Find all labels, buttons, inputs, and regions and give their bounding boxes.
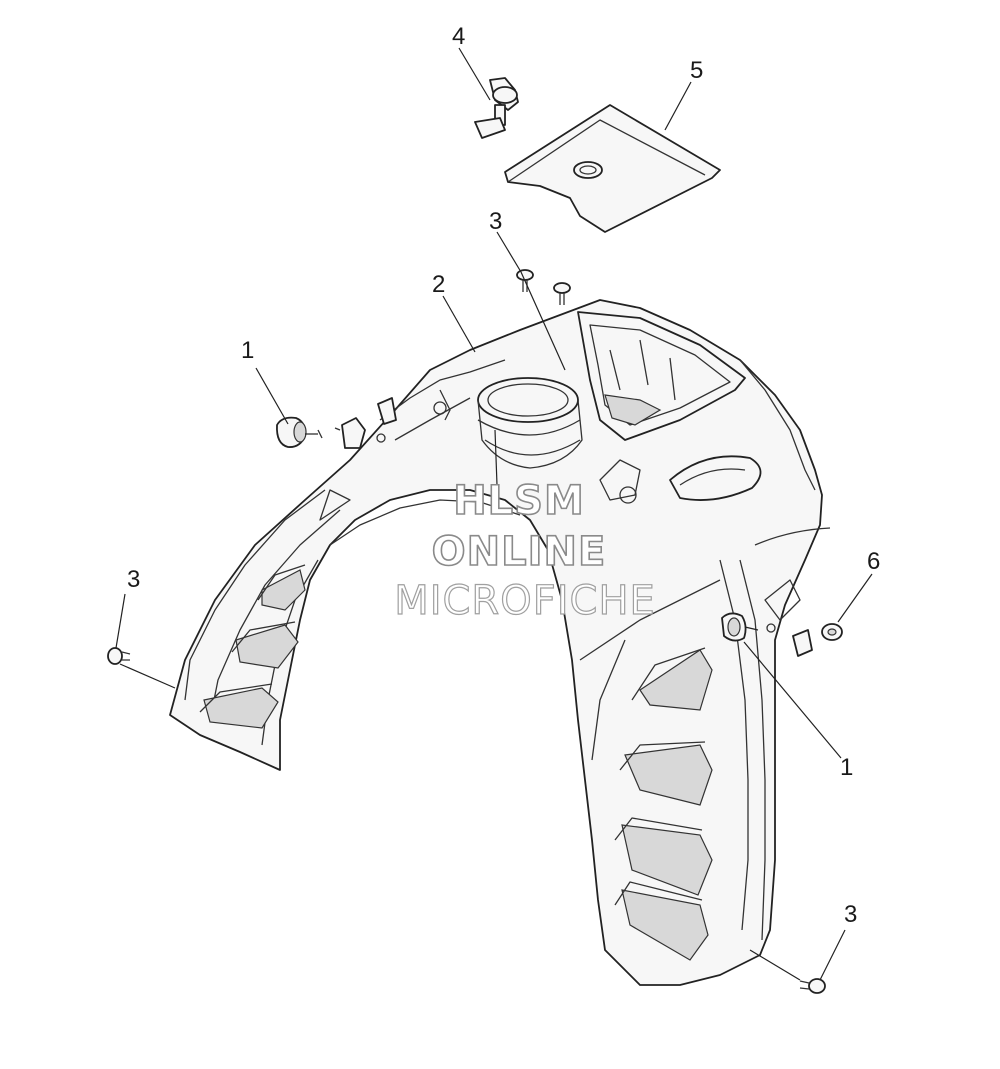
watermark-line-2: ONLINE xyxy=(432,529,607,575)
body-panel-part xyxy=(169,299,831,986)
callout-1-left: 1 xyxy=(241,337,254,364)
washer-part xyxy=(821,623,843,641)
latch-part xyxy=(474,77,519,139)
callout-3-left: 3 xyxy=(127,566,140,593)
callout-5: 5 xyxy=(690,57,703,84)
grommet-part-left xyxy=(276,397,397,449)
cover-plate-part xyxy=(504,104,721,233)
callout-6: 6 xyxy=(867,548,880,575)
callouts: 1 1 2 3 3 3 4 5 6 xyxy=(127,23,880,928)
screw-part-bottom xyxy=(799,978,826,994)
callout-4: 4 xyxy=(452,23,465,50)
watermark-line-1: HLSM xyxy=(453,478,585,524)
callout-3-top: 3 xyxy=(489,208,502,235)
screw-part-left xyxy=(107,647,131,665)
grommet-part-right xyxy=(721,612,813,657)
screw-part-top-2 xyxy=(553,282,571,305)
callout-2: 2 xyxy=(432,271,445,298)
leader-lines xyxy=(115,47,873,981)
callout-1-right: 1 xyxy=(840,754,853,781)
watermark-line-3: MICROFICHE xyxy=(394,578,656,624)
callout-3-bottom: 3 xyxy=(844,901,857,928)
watermark: HLSM ONLINE MICROFICHE xyxy=(394,477,656,624)
